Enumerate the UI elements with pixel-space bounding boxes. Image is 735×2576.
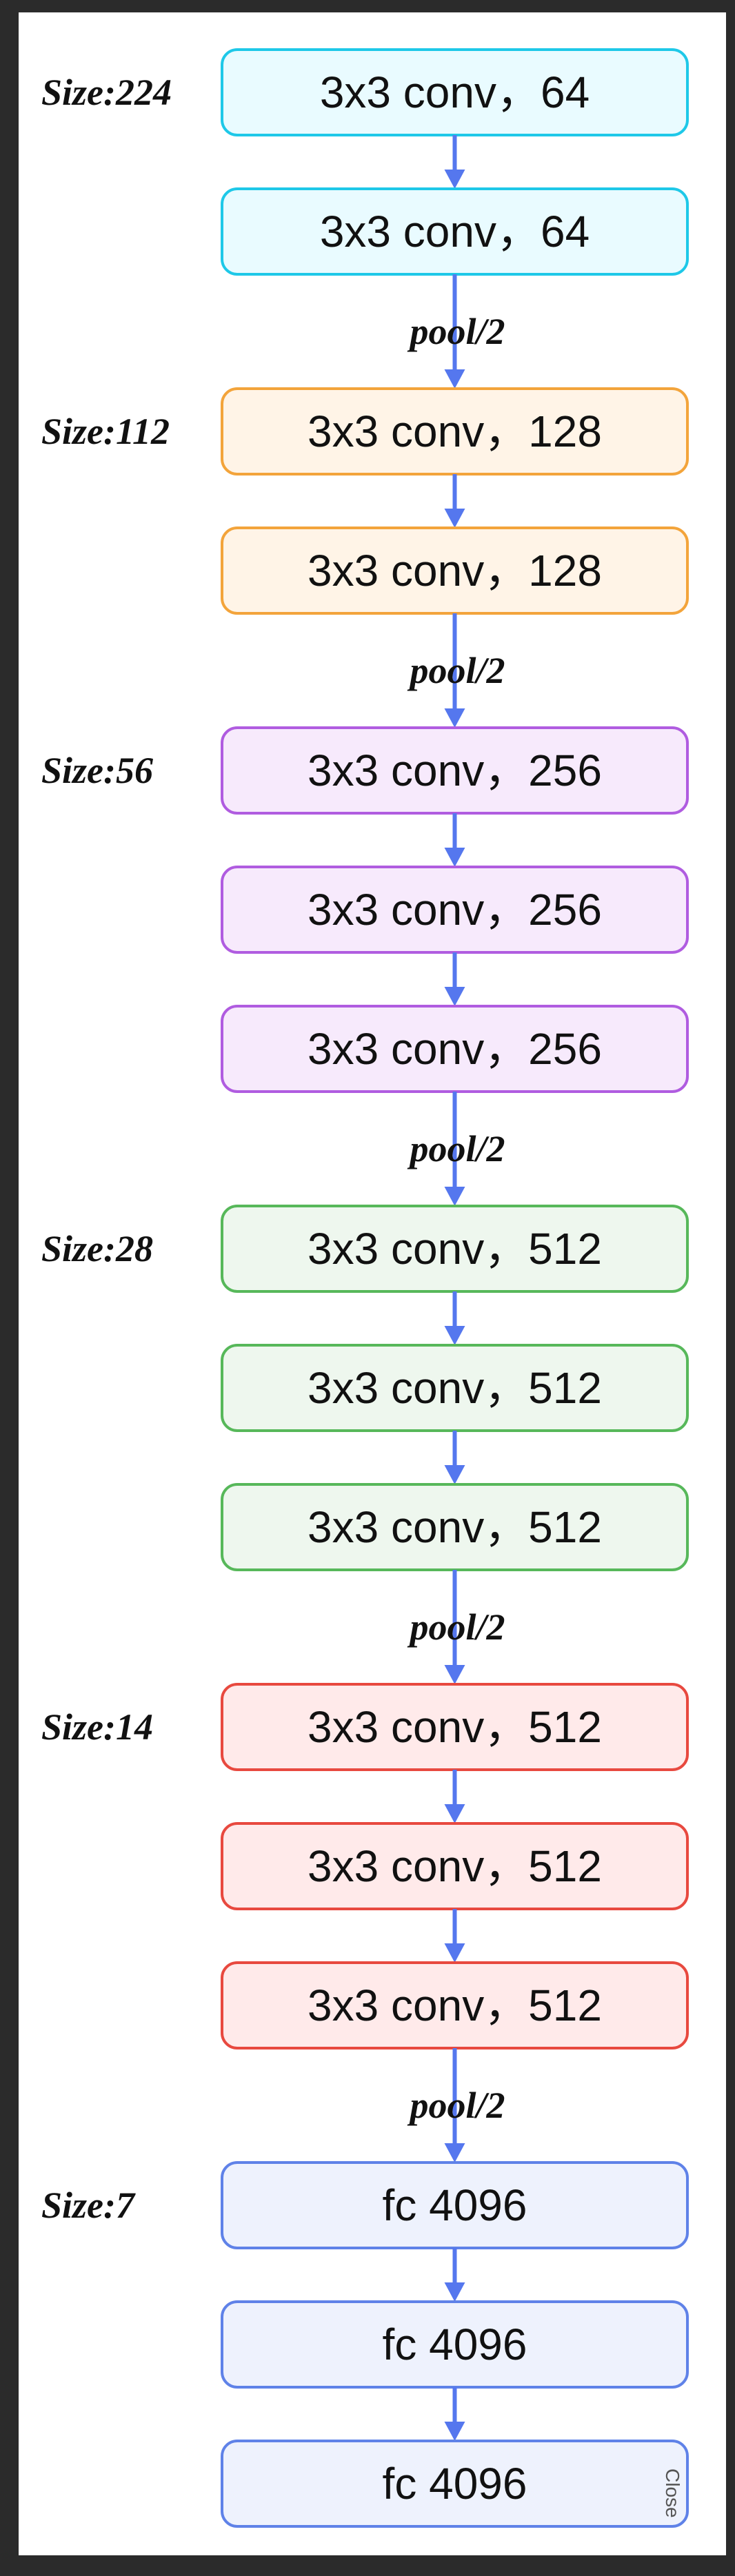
arrow-head — [444, 369, 465, 389]
layer-label: 3x3 conv，512 — [308, 1363, 602, 1413]
arrow-head — [444, 1943, 465, 1963]
arrow-head — [444, 708, 465, 728]
pool-label: pool/2 — [407, 311, 505, 352]
layer-label: 3x3 conv，128 — [308, 546, 602, 595]
pool-arrow — [444, 2048, 465, 2163]
pool-arrow — [444, 1092, 465, 1206]
layer-arrow — [444, 1431, 465, 1484]
layer-label: fc 4096 — [383, 2459, 527, 2508]
pool-label: pool/2 — [407, 2085, 505, 2126]
arrow-head — [444, 1665, 465, 1684]
arrow-head — [444, 987, 465, 1006]
arrow-head — [444, 1187, 465, 1206]
layer-arrow — [444, 135, 465, 189]
layer-label: 3x3 conv，256 — [308, 885, 602, 934]
layer-label: 3x3 conv，512 — [308, 1224, 602, 1274]
layer-label: fc 4096 — [383, 2320, 527, 2369]
close-button[interactable]: Close — [662, 2468, 683, 2518]
layer-arrow — [444, 1770, 465, 1823]
arrow-head — [444, 2282, 465, 2302]
layer-label: 3x3 conv，64 — [320, 68, 590, 117]
layer-label: 3x3 conv，512 — [308, 1702, 602, 1752]
size-label: Size:224 — [41, 72, 172, 113]
layer-label: fc 4096 — [383, 2180, 527, 2230]
size-label: Size:56 — [41, 750, 153, 791]
pool-label: pool/2 — [407, 650, 505, 691]
layer-label: 3x3 conv，512 — [308, 1981, 602, 2030]
size-label: Size:14 — [41, 1706, 153, 1748]
layer-label: 3x3 conv，512 — [308, 1502, 602, 1552]
arrow-head — [444, 848, 465, 867]
arrow-head — [444, 509, 465, 528]
size-label: Size:112 — [41, 411, 170, 452]
pool-arrow — [444, 274, 465, 389]
arrow-head — [444, 2422, 465, 2441]
layer-label: 3x3 conv，256 — [308, 1024, 602, 1074]
layer-label: 3x3 conv，128 — [308, 407, 602, 456]
arrow-head — [444, 170, 465, 189]
layer-arrow — [444, 474, 465, 528]
layer-box — [221, 2440, 689, 2528]
arrow-head — [444, 1804, 465, 1823]
arrow-head — [444, 1465, 465, 1484]
layer-arrow — [444, 1909, 465, 1963]
layer-arrow — [444, 2387, 465, 2441]
pool-arrow — [444, 1570, 465, 1684]
layer-label: 3x3 conv，512 — [308, 1841, 602, 1891]
layer-label: 3x3 conv，256 — [308, 746, 602, 795]
layer-arrow — [444, 2248, 465, 2302]
vgg-architecture-diagram: 3x3 conv，64 Size:224 3x3 conv，64 pool/2 3x3 … — [41, 48, 689, 2528]
arrow-head — [444, 1326, 465, 1345]
diagram-panel: 3x3 conv，64 Size:224 3x3 conv，64 pool/2 3x3 … — [19, 12, 726, 2555]
arrow-head — [444, 2143, 465, 2163]
pool-label: pool/2 — [407, 1606, 505, 1648]
layer-arrow — [444, 813, 465, 867]
pool-label: pool/2 — [407, 1128, 505, 1169]
layer-arrow — [444, 1291, 465, 1345]
layer-arrow — [444, 952, 465, 1006]
size-label: Size:28 — [41, 1228, 153, 1269]
layer-label: 3x3 conv，64 — [320, 207, 590, 256]
size-label: Size:7 — [41, 2185, 136, 2226]
pool-arrow — [444, 613, 465, 728]
